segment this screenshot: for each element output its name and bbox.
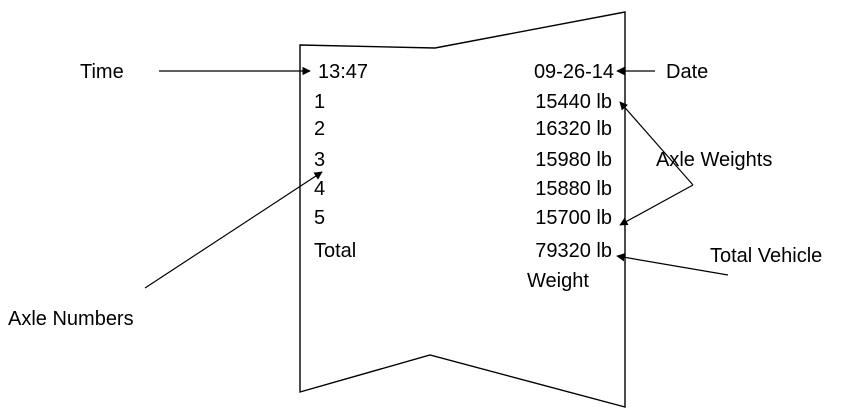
total-weight: 79320 lb bbox=[535, 240, 612, 262]
axle-weight: 15980 lb bbox=[535, 149, 612, 171]
axle-numbers-arrow bbox=[144, 171, 323, 289]
axle-number: 3 bbox=[314, 149, 326, 171]
axle-weight: 16320 lb bbox=[535, 118, 612, 140]
axle-weight-arrow-top bbox=[619, 101, 694, 186]
ticket-date: 09-26-14 bbox=[533, 61, 614, 83]
label-time: Time bbox=[80, 61, 124, 83]
ticket-time: 13:47 bbox=[318, 61, 369, 83]
axle-number: 4 bbox=[314, 178, 326, 200]
axle-number: 2 bbox=[314, 118, 326, 140]
label-axle-numbers: Axle Numbers bbox=[8, 308, 134, 330]
label-total-vehicle: Total Vehicle bbox=[710, 245, 823, 267]
total-weight-arrow bbox=[616, 253, 729, 276]
label-axle-weights: Axle Weights bbox=[656, 149, 773, 171]
label-date: Date bbox=[666, 61, 709, 83]
total-label: Total bbox=[314, 240, 357, 262]
axle-weight-arrow-bottom bbox=[619, 184, 694, 226]
axle-weight: 15700 lb bbox=[535, 207, 612, 229]
label-weight: Weight bbox=[527, 270, 589, 292]
axle-number: 5 bbox=[314, 207, 326, 229]
axle-weight: 15880 lb bbox=[535, 178, 612, 200]
ticket-outline bbox=[299, 11, 626, 408]
axle-weight: 15440 lb bbox=[535, 91, 612, 113]
axle-number: 1 bbox=[314, 91, 326, 113]
